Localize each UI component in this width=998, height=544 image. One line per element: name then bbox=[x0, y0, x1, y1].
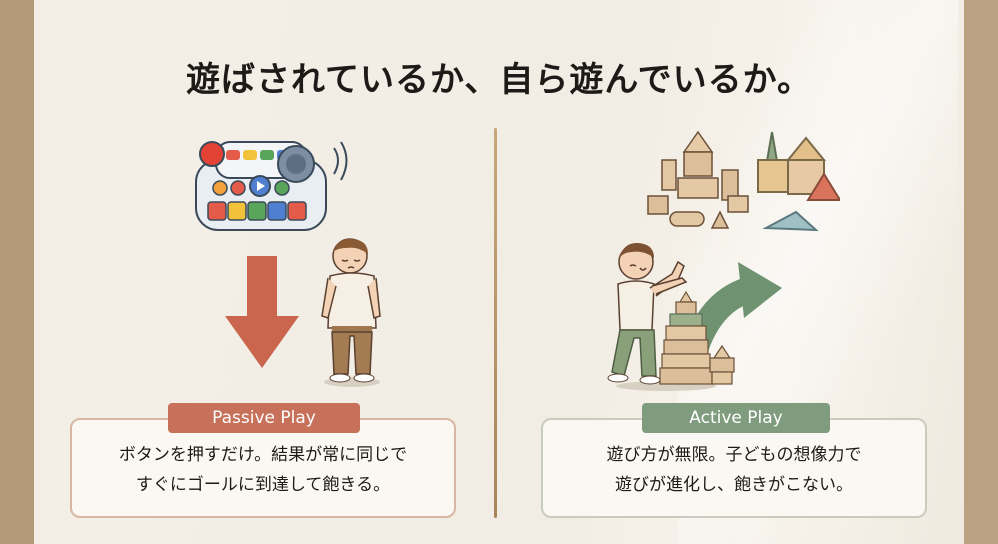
passive-play-description-box: ボタンを押すだけ。結果が常に同じで すぐにゴールに到達して飽きる。 bbox=[70, 418, 456, 518]
active-play-text-line2: 遊びが進化し、飽きがこない。 bbox=[615, 475, 853, 495]
playing-child-illustration bbox=[607, 242, 735, 391]
active-play-label: Active Play bbox=[642, 403, 830, 433]
down-arrow-icon bbox=[225, 256, 299, 368]
wooden-blocks-illustration bbox=[647, 130, 840, 232]
wall-frame-left bbox=[0, 0, 34, 544]
electronic-toy-illustration bbox=[195, 141, 348, 231]
page-title: 遊ばされているか、自ら遊んでいるか。 bbox=[186, 60, 812, 100]
wall-frame-right bbox=[964, 0, 998, 544]
passive-play-text-line1: ボタンを押すだけ。結果が常に同じで bbox=[118, 445, 408, 465]
center-divider bbox=[494, 128, 497, 518]
bored-child-illustration bbox=[321, 238, 381, 387]
passive-play-label: Passive Play bbox=[168, 403, 360, 433]
active-play-description-box: 遊び方が無限。子どもの想像力で 遊びが進化し、飽きがこない。 bbox=[541, 418, 927, 518]
active-play-text-line1: 遊び方が無限。子どもの想像力で bbox=[606, 445, 862, 465]
passive-play-text-line2: すぐにゴールに到達して飽きる。 bbox=[135, 475, 391, 495]
